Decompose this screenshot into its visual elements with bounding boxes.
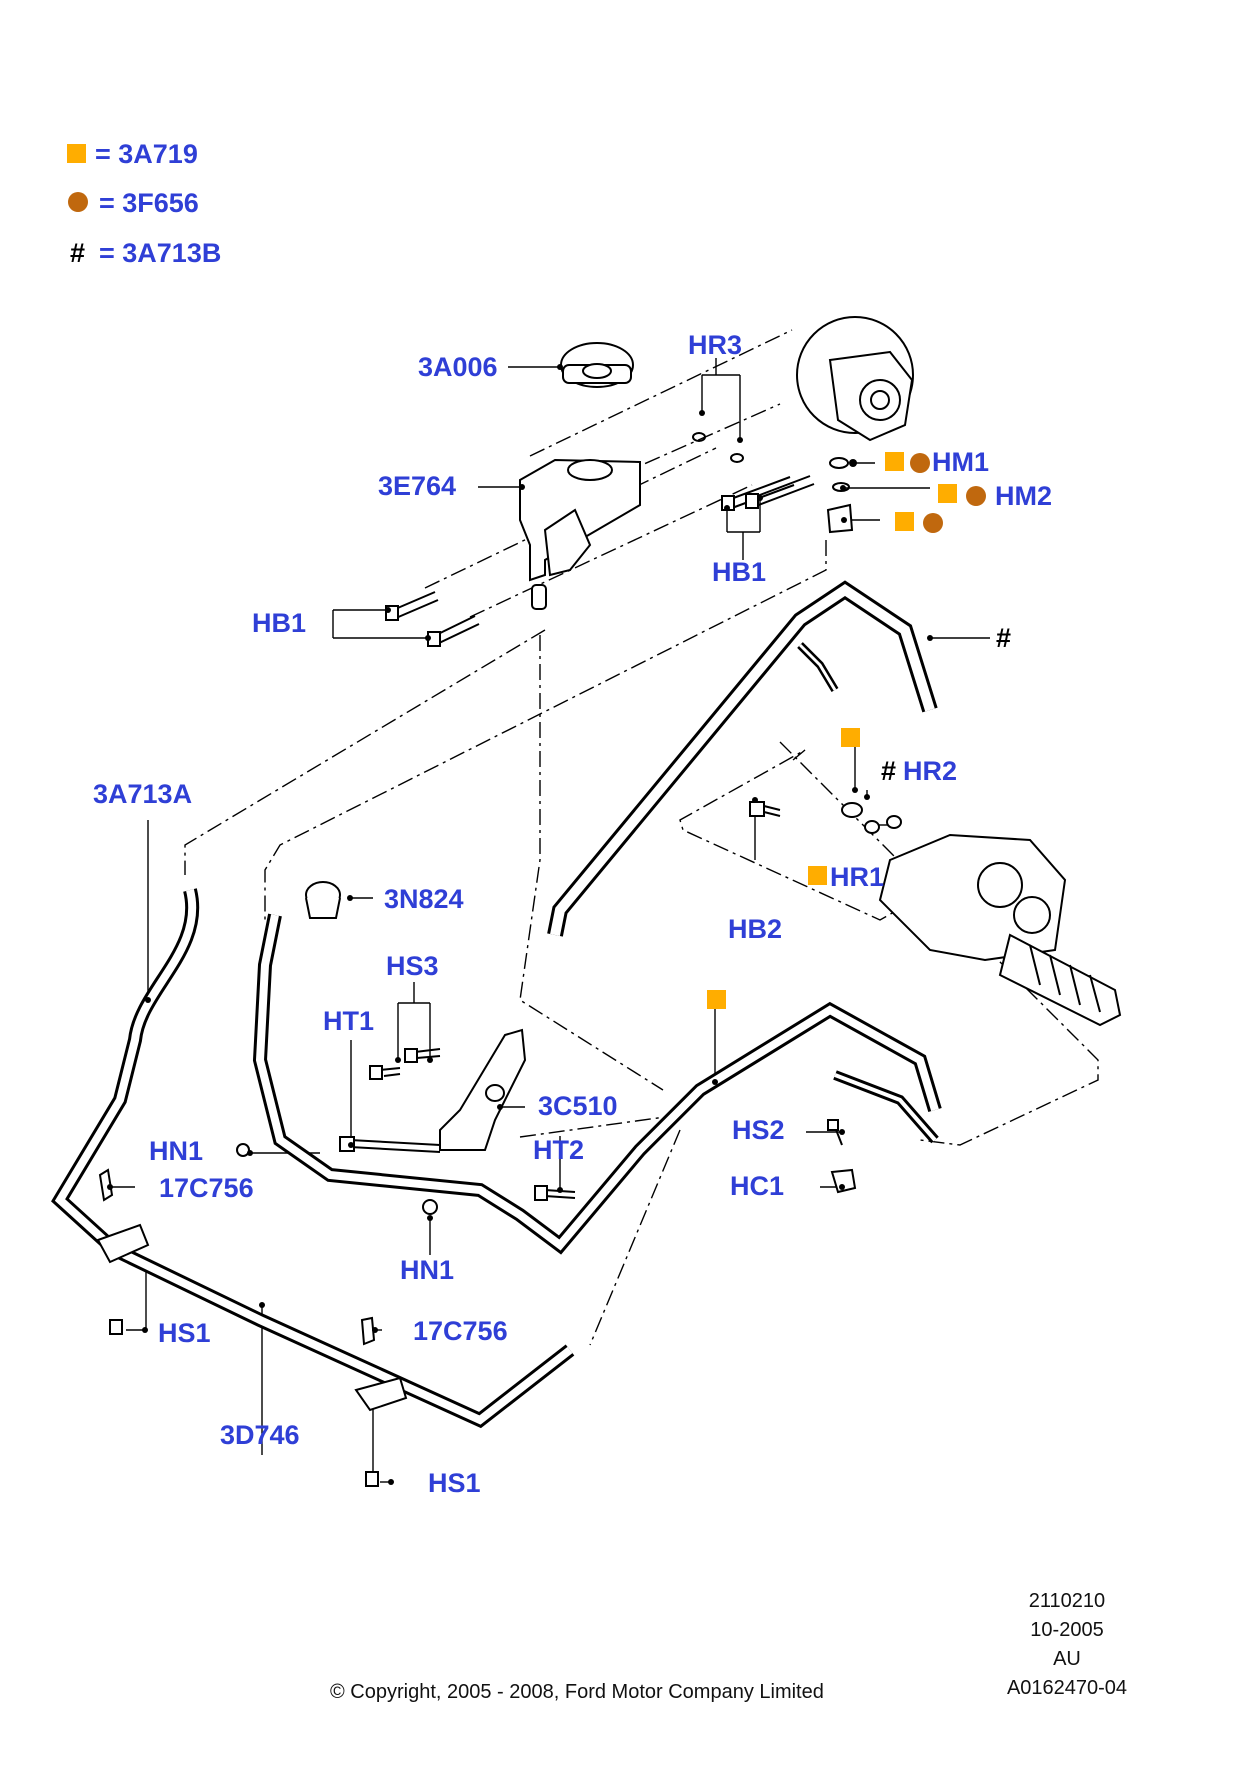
label-hash-hose: # (996, 623, 1012, 653)
legend-3f656: = 3F656 (99, 188, 199, 218)
label-3d746: 3D746 (220, 1420, 300, 1450)
label-hm1: HM1 (932, 447, 990, 477)
label-hash-hr2: # (881, 756, 897, 786)
label-hs2: HS2 (732, 1115, 785, 1145)
label-hr2: HR2 (903, 756, 958, 786)
label-17c756-top: 17C756 (159, 1173, 254, 1203)
legend-square-icon (67, 144, 86, 163)
hr1-square-icon (808, 866, 827, 885)
legend-3a713b: = 3A713B (99, 238, 222, 268)
label-hr3: HR3 (688, 330, 743, 360)
ref-date: 10-2005 (1030, 1619, 1104, 1641)
pump-fitting-square-icon (895, 512, 914, 531)
label-ht1: HT1 (323, 1006, 375, 1036)
label-hr1: HR1 (830, 862, 885, 892)
label-hb1-top: HB1 (712, 557, 767, 587)
hm2-square-icon (938, 484, 957, 503)
label-hb1-left: HB1 (252, 608, 307, 638)
label-17c756-bottom: 17C756 (413, 1316, 508, 1346)
label-hs1-bottom: HS1 (428, 1468, 481, 1498)
pressure-hose-square-icon (707, 990, 726, 1009)
label-hs3: HS3 (386, 951, 439, 981)
legend-3a719: = 3A719 (95, 139, 198, 169)
label-ht2: HT2 (533, 1135, 585, 1165)
label-3a713a: 3A713A (93, 779, 193, 809)
ref-number: 2110210 (1028, 1590, 1106, 1612)
label-hn1-left: HN1 (149, 1136, 204, 1166)
label-3c510: 3C510 (538, 1091, 618, 1121)
label-3a006: 3A006 (418, 352, 498, 382)
label-3n824: 3N824 (384, 884, 464, 914)
label-hb2: HB2 (728, 914, 783, 944)
label-3e764: 3E764 (378, 471, 457, 501)
label-hc1: HC1 (730, 1171, 785, 1201)
hm1-circle-icon (910, 453, 930, 473)
legend-circle-icon (68, 192, 88, 212)
label-hn1-bottom: HN1 (400, 1255, 455, 1285)
hm2-circle-icon (966, 486, 986, 506)
ref-illustration-id: A0162470-04 (1006, 1677, 1128, 1699)
hose-fitting-square-icon (841, 728, 860, 747)
ref-region: AU (1053, 1648, 1081, 1670)
label-hs1-top: HS1 (158, 1318, 211, 1348)
hm1-square-icon (885, 452, 904, 471)
legend-hash-symbol: # (70, 238, 86, 268)
pump-fitting-circle-icon (923, 513, 943, 533)
label-hm2: HM2 (995, 481, 1053, 511)
copyright-text: © Copyright, 2005 - 2008, Ford Motor Com… (330, 1681, 824, 1703)
